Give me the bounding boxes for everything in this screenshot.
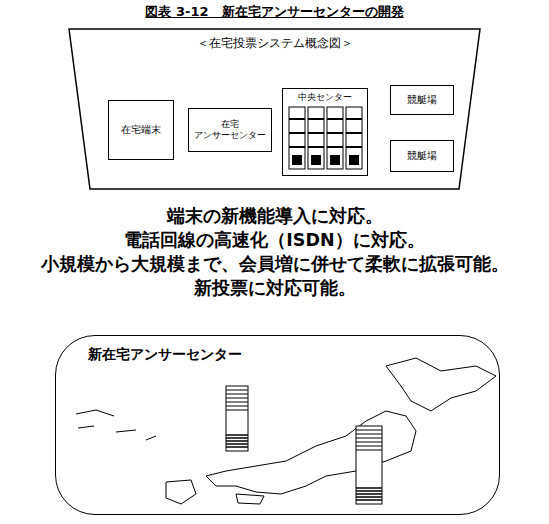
- feature-note: 端末の新機能導入に対応。: [0, 204, 549, 228]
- racecourse-box: 競艇場: [390, 140, 454, 172]
- node-label: 競艇場: [405, 150, 439, 163]
- title-text: 図表 3-12 新在宅アンサーセンターの開発: [145, 4, 403, 19]
- japan-map: [56, 336, 499, 514]
- node-label: 在宅 アンサーセンター: [189, 119, 271, 142]
- answer-center-box: 在宅 アンサーセンター: [188, 108, 272, 152]
- feature-note: 新投票に対応可能。: [0, 276, 549, 300]
- racecourse-box: 競艇場: [390, 85, 454, 115]
- figure-title: 図表 3-12 新在宅アンサーセンターの開発: [0, 3, 549, 21]
- node-label: 新在宅アンサーセンター: [88, 346, 242, 364]
- node-label: 在宅端末: [119, 124, 163, 137]
- feature-note: 小規模から大規模まで、会員増に併せて柔軟に拡張可能。: [0, 252, 549, 276]
- terminal-box: 在宅端末: [108, 100, 174, 160]
- system-panel: ＜在宅投票システム概念図＞在宅端末在宅 アンサーセンター中央センター競艇場競艇場: [68, 28, 481, 190]
- central-center-box: 中央センター: [282, 88, 368, 176]
- node-label: 競艇場: [405, 94, 439, 107]
- map-panel: 新在宅アンサーセンター: [55, 335, 500, 515]
- node-label: 中央センター: [283, 92, 367, 103]
- feature-note: 電話回線の高速化（ISDN）に対応。: [0, 228, 549, 252]
- node-label: ＜在宅投票システム概念図＞: [68, 36, 481, 51]
